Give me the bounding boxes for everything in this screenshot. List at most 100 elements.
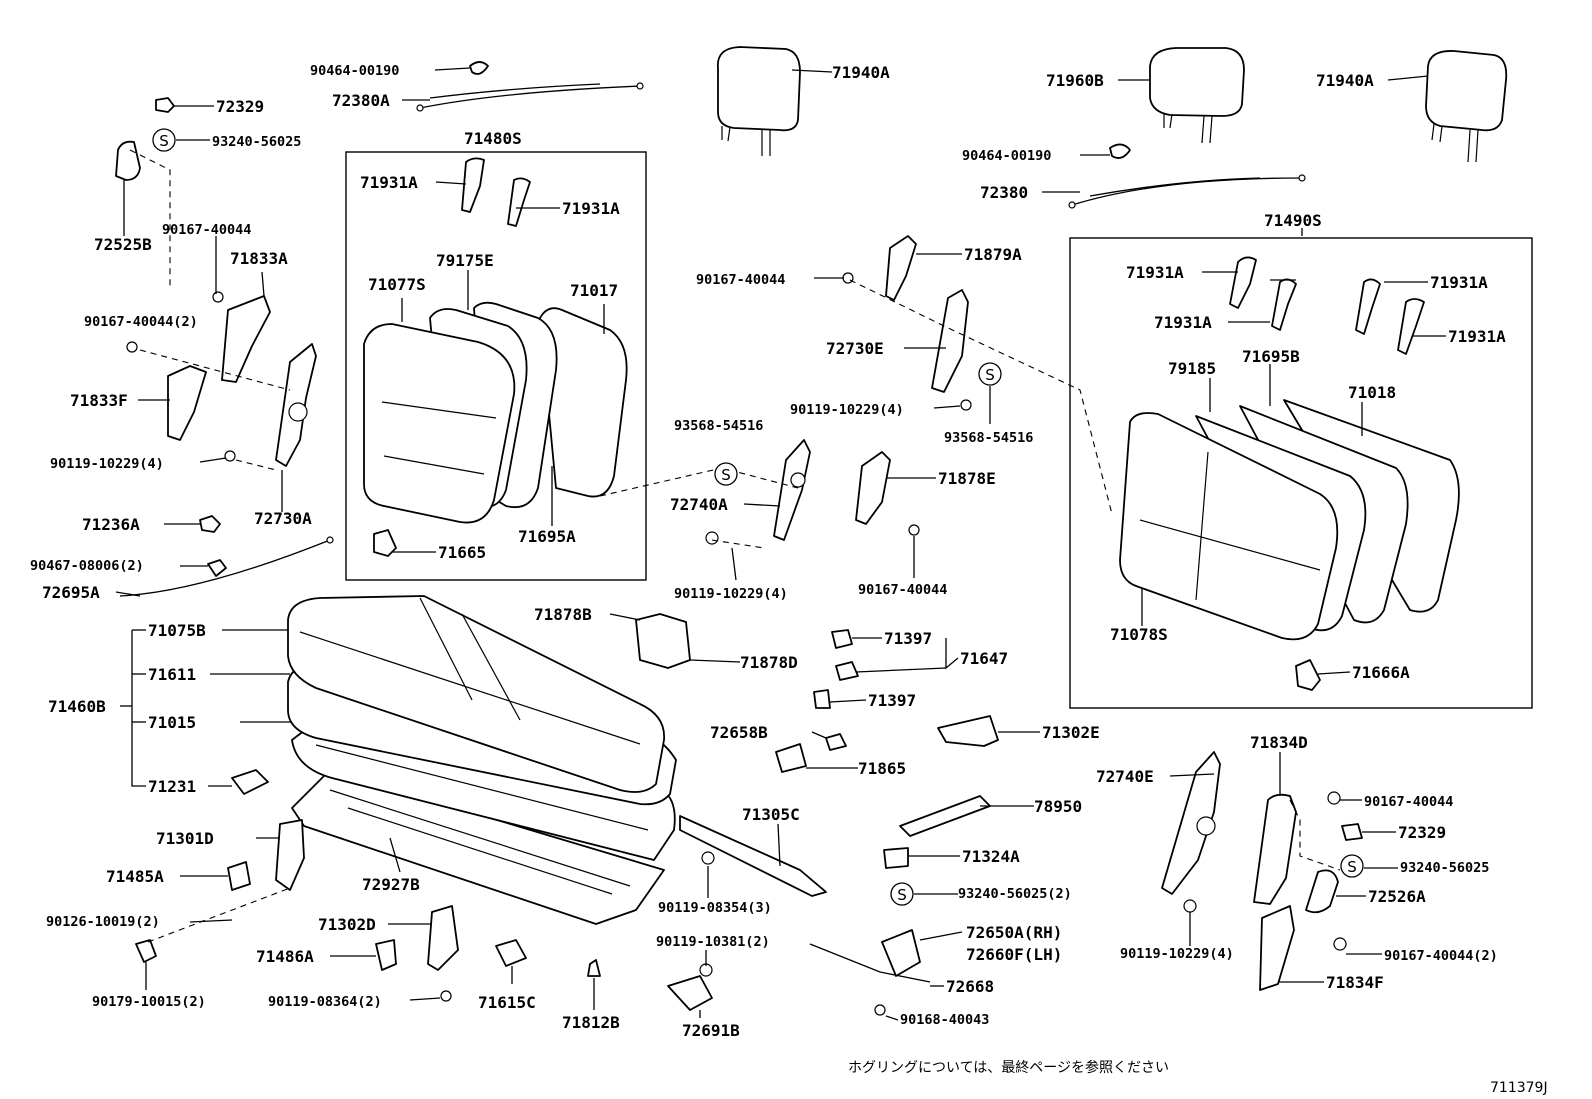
- part-label: 79175E: [436, 251, 494, 270]
- headrest-71940a-left: [717, 46, 801, 156]
- part-label: 71931A: [1154, 313, 1212, 332]
- part-label: 71231: [148, 777, 196, 796]
- s-symbols: S S S S S: [152, 128, 1364, 906]
- part-label: 71611: [148, 665, 196, 684]
- part-label: 71931A: [562, 199, 620, 218]
- part-label: 71865: [858, 759, 906, 778]
- seat-cushion-assembly: [231, 595, 677, 925]
- part-label: 90167-40044: [696, 272, 785, 288]
- svg-text:S: S: [721, 466, 731, 484]
- part-label: 90179-10015(2): [92, 994, 206, 1010]
- cable-72380: [1068, 143, 1306, 209]
- s-circle-1: S: [152, 128, 176, 152]
- part-label: 90119-10229(4): [790, 402, 904, 418]
- center-side-parts: [599, 235, 1113, 549]
- part-label: 90167-40044(2): [84, 314, 198, 330]
- part-drawings: S S S S S: [115, 46, 1533, 1016]
- leader-lines: [115, 67, 1446, 1021]
- assembly-box-71480s: [345, 151, 647, 581]
- s-circle-3: S: [714, 462, 738, 486]
- part-label: 90167-40044: [162, 222, 251, 238]
- part-label: 90119-10229(4): [674, 586, 788, 602]
- part-label: 71397: [884, 629, 932, 648]
- part-label: 71834F: [1326, 973, 1384, 992]
- part-label: 90167-40044: [858, 582, 947, 598]
- part-label: 71931A: [1448, 327, 1506, 346]
- headrest-71940a-right: [1425, 50, 1508, 163]
- part-label: 71015: [148, 713, 196, 732]
- part-label: 71931A: [1126, 263, 1184, 282]
- part-label: 71931A: [360, 173, 418, 192]
- part-label: 93568-54516: [944, 430, 1033, 446]
- part-label: 93568-54516: [674, 418, 763, 434]
- part-label: 72660F(LH): [966, 945, 1062, 964]
- part-label: 71665: [438, 543, 486, 562]
- part-label: 71305C: [742, 805, 800, 824]
- footnote: ホグリングについては、最終ページを参照ください: [848, 1059, 1169, 1076]
- part-label: 71812B: [562, 1013, 620, 1032]
- part-label: 93240-56025: [1400, 860, 1489, 876]
- part-label: 93240-56025: [212, 134, 301, 150]
- part-label: 72740A: [670, 495, 728, 514]
- part-label: 71485A: [106, 867, 164, 886]
- part-label: 90167-40044: [1364, 794, 1453, 810]
- part-label: 72730A: [254, 509, 312, 528]
- svg-text:S: S: [897, 886, 907, 904]
- part-label: 71302D: [318, 915, 376, 934]
- part-label: 71486A: [256, 947, 314, 966]
- part-label: 71078S: [1110, 625, 1168, 644]
- part-label: 72329: [1398, 823, 1446, 842]
- part-label: 90167-40044(2): [1384, 948, 1498, 964]
- right-lower-parts: [1161, 751, 1363, 991]
- part-label: 71480S: [464, 129, 522, 148]
- part-label: 71931A: [1430, 273, 1488, 292]
- seatback-right-assembly: [1119, 256, 1460, 691]
- part-label: 71647: [960, 649, 1008, 668]
- part-label: 71878B: [534, 605, 592, 624]
- part-label: 71833A: [230, 249, 288, 268]
- part-label: 71397: [868, 691, 916, 710]
- part-label: 71879A: [964, 245, 1022, 264]
- s-circle-5: S: [1340, 854, 1364, 878]
- part-label: 71666A: [1352, 663, 1410, 682]
- part-label: 72695A: [42, 583, 100, 602]
- part-label: 71833F: [70, 391, 128, 410]
- part-label: 72329: [216, 97, 264, 116]
- part-label: 71460B: [48, 697, 106, 716]
- part-label: 72740E: [1096, 767, 1154, 786]
- part-label: 71301D: [156, 829, 214, 848]
- part-label: 78950: [1034, 797, 1082, 816]
- part-label: 71017: [570, 281, 618, 300]
- part-label: 72526A: [1368, 887, 1426, 906]
- part-label: 79185: [1168, 359, 1216, 378]
- assembly-box-71490s: [1069, 237, 1533, 709]
- part-label: 71940A: [1316, 71, 1374, 90]
- part-label: 71615C: [478, 993, 536, 1012]
- headrest-71960b: [1149, 47, 1245, 144]
- part-label: 90119-08354(3): [658, 900, 772, 916]
- part-label: 71878D: [740, 653, 798, 672]
- part-label: 72525B: [94, 235, 152, 254]
- part-label: 71490S: [1264, 211, 1322, 230]
- part-label: 71878E: [938, 469, 996, 488]
- part-label: 71940A: [832, 63, 890, 82]
- figure-code: 711379J: [1490, 1080, 1548, 1096]
- part-label: 71236A: [82, 515, 140, 534]
- left-side-parts: [115, 97, 334, 597]
- part-label: 71324A: [962, 847, 1020, 866]
- part-label: 90119-10229(4): [1120, 946, 1234, 962]
- s-circle-2: S: [978, 362, 1002, 386]
- part-label: 71834D: [1250, 733, 1308, 752]
- part-label: 90464-00190: [962, 148, 1051, 164]
- part-label: 72668: [946, 977, 994, 996]
- part-label: 71960B: [1046, 71, 1104, 90]
- part-label: 72658B: [710, 723, 768, 742]
- part-label: 90464-00190: [310, 63, 399, 79]
- part-label: 72650A(RH): [966, 923, 1062, 942]
- part-label: 72927B: [362, 875, 420, 894]
- seatback-left-assembly: [363, 157, 628, 557]
- part-label: 90119-10381(2): [656, 934, 770, 950]
- bottom-left-parts: [135, 613, 999, 1016]
- svg-text:S: S: [159, 132, 169, 150]
